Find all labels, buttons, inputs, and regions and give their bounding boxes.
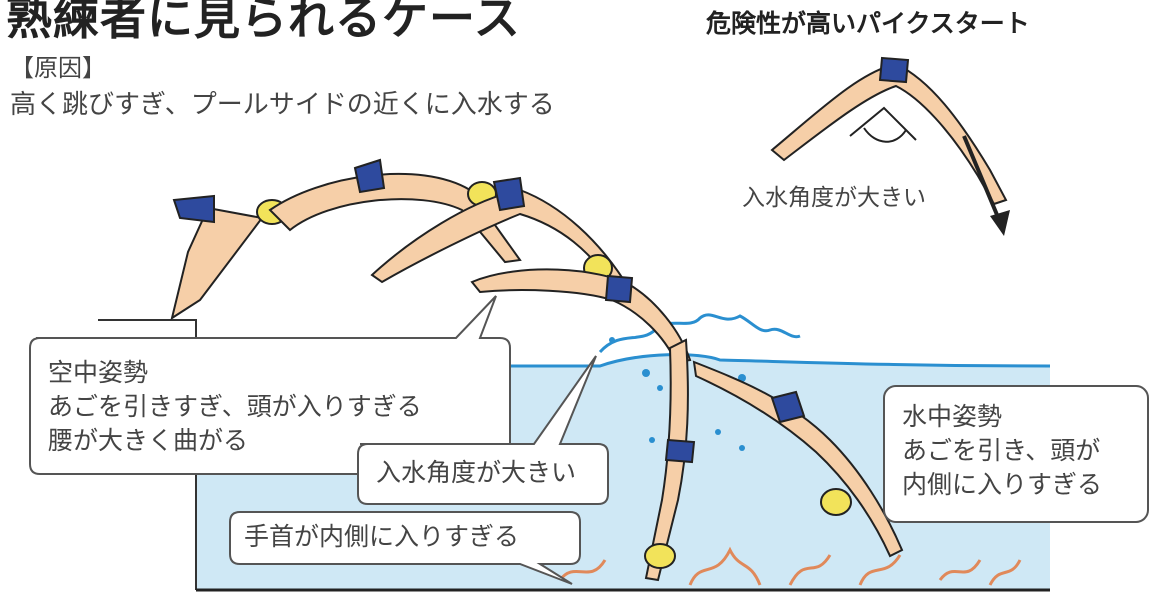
underwater-line-3: 内側に入りすぎる	[902, 470, 1103, 499]
bottom-marks	[558, 546, 1022, 586]
splash-drop	[609, 337, 615, 343]
swimmer-underwater-1	[644, 338, 696, 582]
wrist-text: 手首が内側に入りすぎる	[244, 522, 520, 551]
splash-drop	[739, 445, 745, 451]
cause-text: 高く跳びすぎ、プールサイドの近くに入水する	[10, 90, 555, 120]
swimmer-pike-diagram	[770, 56, 1008, 206]
air-posture-line-3: 腰が大きく曲がる	[48, 426, 249, 455]
callout-entry-angle	[357, 355, 609, 505]
water-surface-line	[196, 353, 1051, 368]
cause-label: 【原因】	[10, 54, 106, 82]
underwater-heading: 水中姿勢	[902, 402, 1003, 431]
entry-angle-text: 入水角度が大きい	[376, 458, 577, 487]
splash-drop	[715, 429, 721, 435]
air-posture-text: 空中姿勢 あごを引きすぎ、頭が入りすぎる 腰が大きく曲がる	[48, 356, 422, 458]
splash-drop	[657, 385, 663, 391]
swimmer-flight-1	[268, 158, 522, 264]
air-posture-heading: 空中姿勢	[48, 358, 149, 387]
swimmer-underwater-2	[692, 360, 904, 558]
underwater-line-2: あごを引き、頭が	[902, 436, 1101, 465]
swimmer-start	[170, 194, 288, 321]
splash-drop	[649, 437, 655, 443]
callout-underwater	[883, 385, 1149, 523]
direction-arrow	[962, 135, 1010, 236]
underwater-text: 水中姿勢 あごを引き、頭が 内側に入りすぎる	[902, 400, 1102, 502]
splash-drop	[642, 369, 650, 377]
page-title: 熟練者に見られるケース	[6, 0, 521, 45]
danger-title: 危険性が高いパイクスタート	[706, 9, 1030, 38]
air-posture-line-2: あごを引きすぎ、頭が入りすぎる	[48, 392, 422, 421]
starting-block	[98, 319, 197, 332]
callout-wrist	[229, 511, 581, 585]
angle-note: 入水角度が大きい	[742, 185, 926, 211]
splash	[598, 313, 801, 354]
angle-marker	[849, 106, 917, 143]
swimmer-sequence	[170, 56, 1008, 582]
